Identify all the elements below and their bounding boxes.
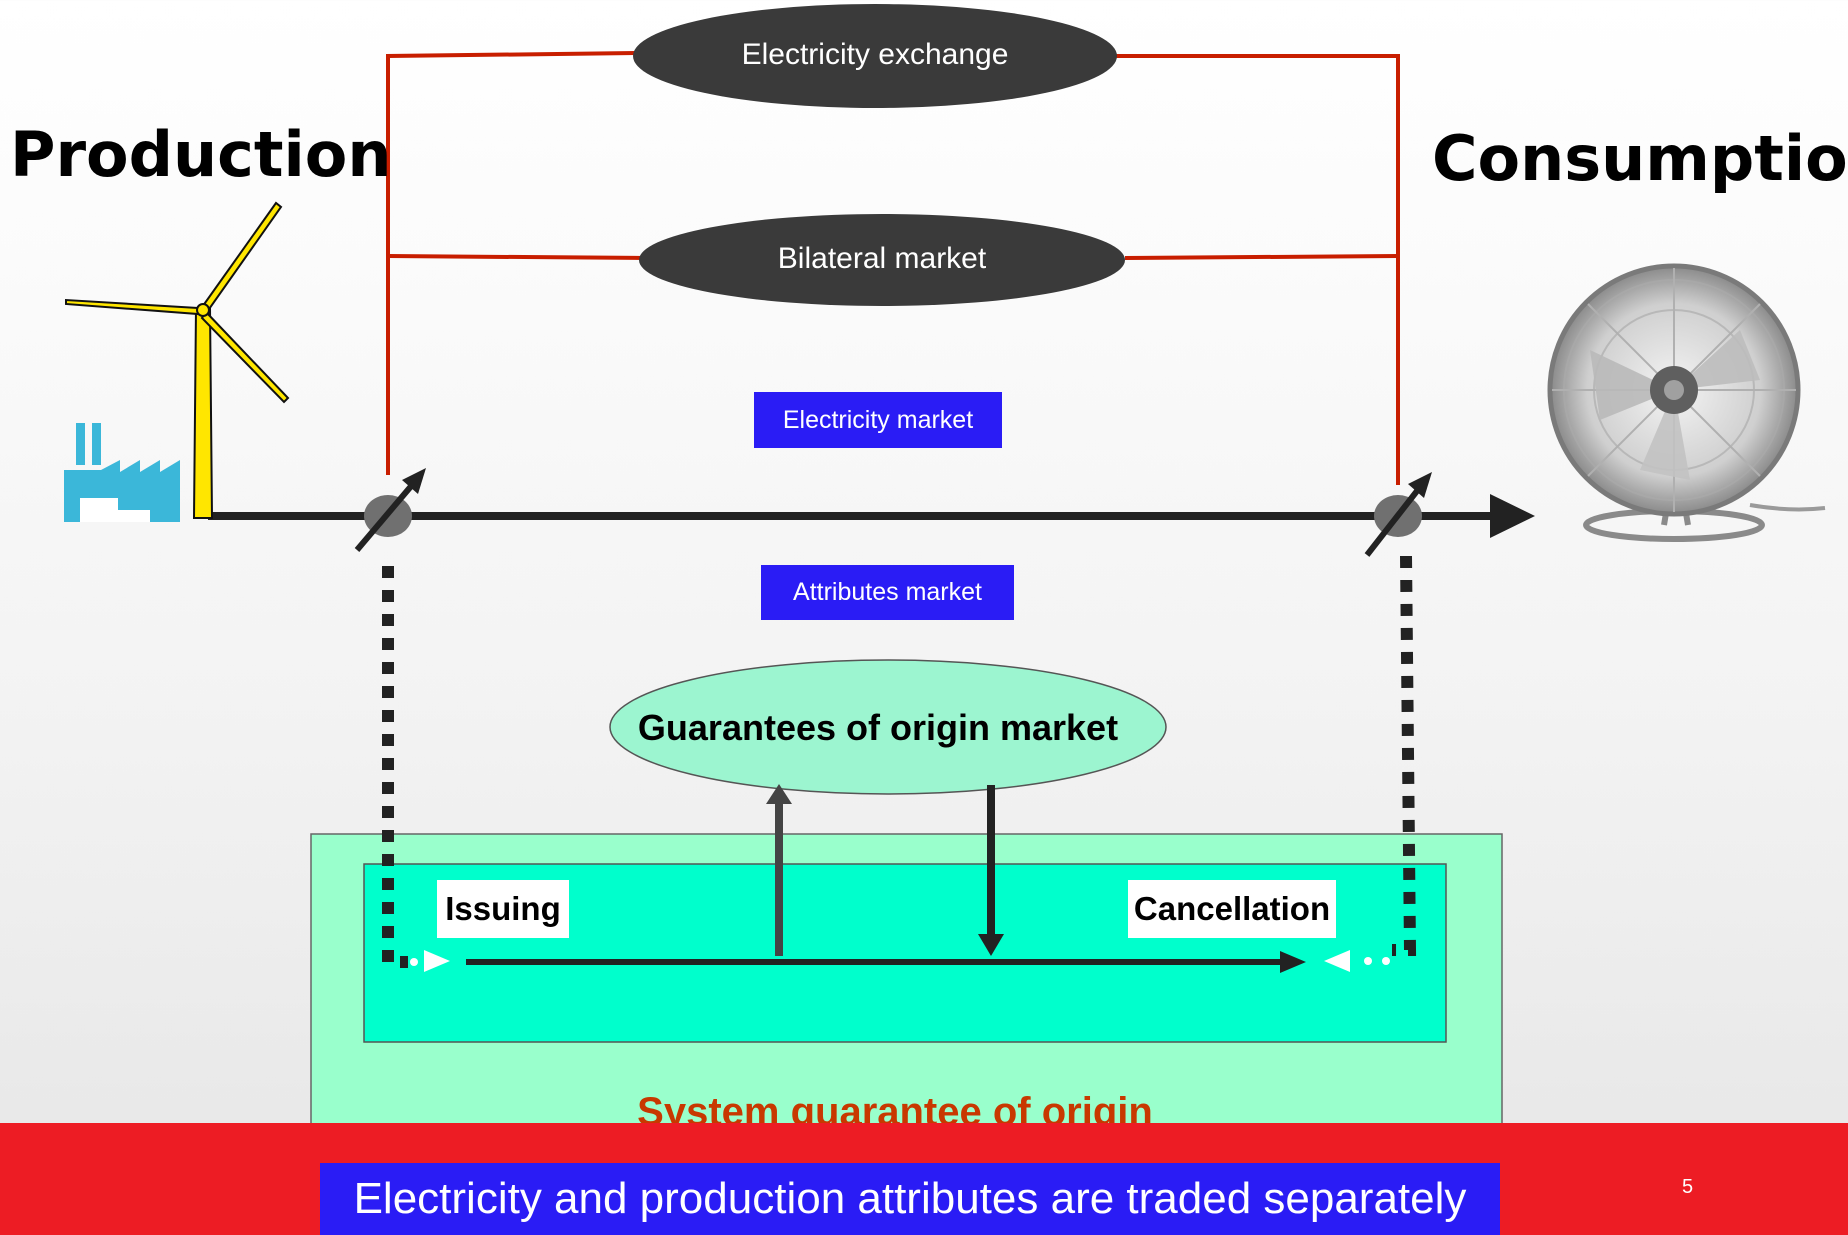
guarantees-of-origin-market-ellipse[interactable] [609,659,1167,795]
wind-turbine-icon [65,201,290,519]
fan-icon [1547,263,1826,542]
bilateral-market-ellipse[interactable] [639,214,1125,306]
production-heading: Production [10,118,392,191]
footer-caption: Electricity and production attributes ar… [320,1163,1500,1235]
factory-icon [64,423,180,522]
electricity-market-tag: Electricity market [754,392,1002,448]
electricity-exchange-label: Electricity exchange [741,38,1009,71]
to-market-arrowhead [766,784,792,804]
consumption-heading: Consumption [1432,122,1848,195]
page-number: 5 [1682,1176,1694,1198]
valve-icon [354,468,426,552]
process-arrowhead [1280,951,1306,973]
valve-icon [1364,472,1432,557]
cancellation-label: Cancellation [1128,880,1336,938]
guarantees-of-origin-market-label: Guarantees of origin market [637,707,1119,748]
issuing-label: Issuing [437,880,569,938]
from-market-arrowhead [978,934,1004,956]
market-lines [386,51,1400,485]
bilateral-market-label: Bilateral market [777,242,987,275]
attributes-market-tag: Attributes market [761,565,1014,620]
electricity-exchange-ellipse[interactable] [633,4,1117,108]
main-flow-arrowhead [1490,494,1535,538]
attribute-flow-lines [382,555,1417,968]
attribute-flow-ends [410,950,1390,972]
